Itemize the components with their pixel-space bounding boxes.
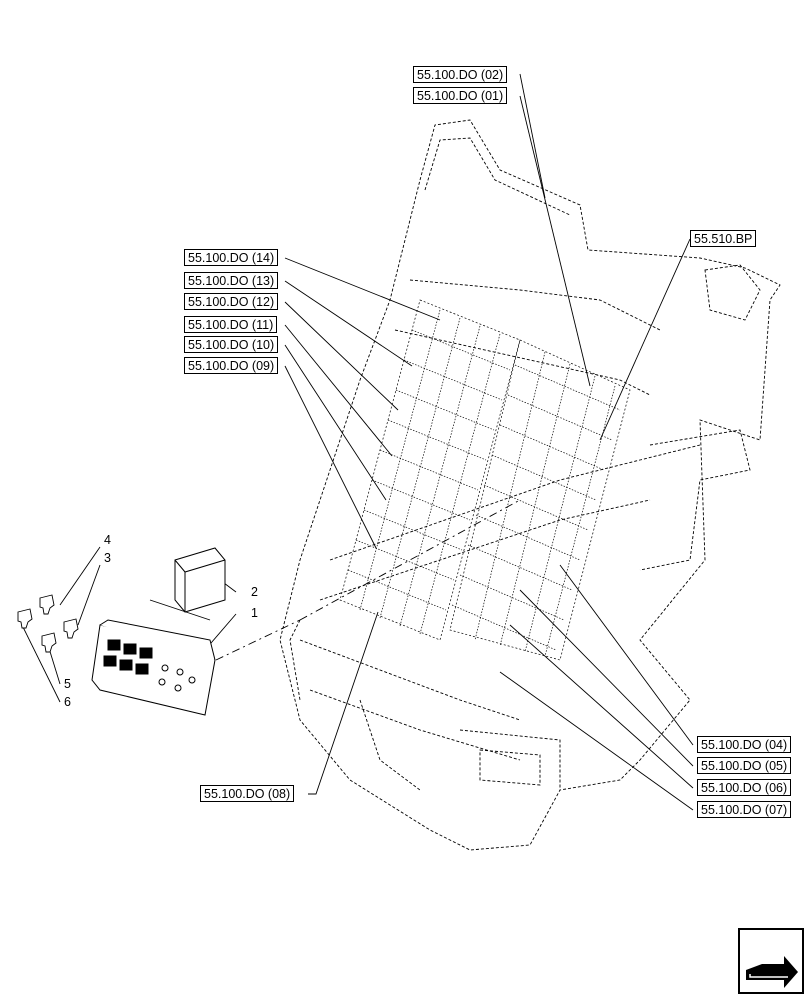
mini-fuses-items-3-6	[17, 594, 79, 653]
item-number-1: 1	[251, 606, 258, 620]
callout-55-100-do-02: 55.100.DO (02)	[413, 66, 508, 83]
callout-55-100-do-12: 55.100.DO (12)	[184, 293, 279, 310]
arrow-icon	[746, 956, 798, 988]
callout-55-100-do-10: 55.100.DO (10)	[184, 336, 279, 353]
item-number-3: 3	[104, 551, 111, 565]
item-number-5: 5	[64, 677, 71, 691]
relay-item-2	[174, 547, 226, 613]
callout-55-100-do-01: 55.100.DO (01)	[413, 87, 508, 104]
fuse-box-item-1	[91, 619, 216, 716]
callout-55-100-do-13: 55.100.DO (13)	[184, 272, 279, 289]
callout-55-100-do-05: 55.100.DO (05)	[697, 757, 792, 774]
callout-55-100-do-11: 55.100.DO (11)	[184, 316, 278, 333]
item-number-2: 2	[251, 585, 258, 599]
callout-55-100-do-08: 55.100.DO (08)	[200, 785, 295, 802]
callout-leader-lines	[21, 73, 694, 811]
fuse-relay-panels	[339, 299, 631, 661]
callout-55-100-do-06: 55.100.DO (06)	[697, 779, 792, 796]
callout-55-100-do-09: 55.100.DO (09)	[184, 357, 279, 374]
callout-55-510-bp: 55.510.BP	[690, 230, 757, 247]
callout-55-100-do-04: 55.100.DO (04)	[697, 736, 792, 753]
next-page-arrow-icon[interactable]	[738, 928, 804, 994]
cab-frame-outline	[279, 119, 781, 851]
callout-55-100-do-07: 55.100.DO (07)	[697, 801, 792, 818]
item-number-4: 4	[104, 533, 111, 547]
item-number-6: 6	[64, 695, 71, 709]
callout-55-100-do-14: 55.100.DO (14)	[184, 249, 279, 266]
